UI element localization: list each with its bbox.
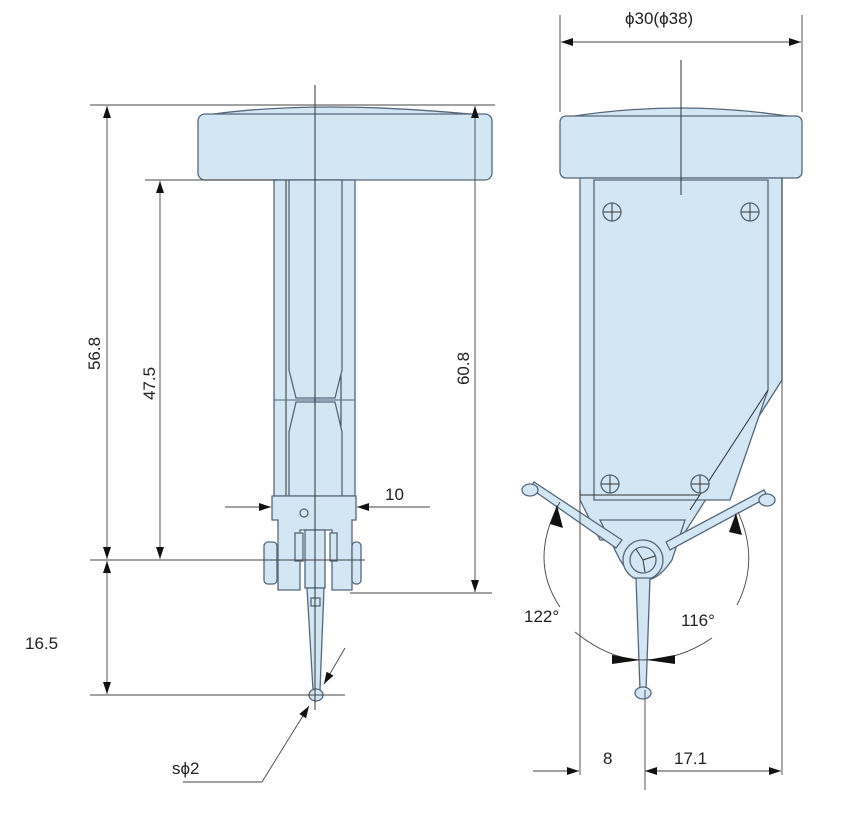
label-left-angle: 122° <box>524 607 560 626</box>
front-view <box>521 15 803 790</box>
label-right-angle: 116° <box>681 611 715 630</box>
label-total-height: 60.8 <box>454 351 474 386</box>
side-dial <box>197 113 493 181</box>
label-left-offset: 8 <box>603 749 613 768</box>
side-knob-left <box>263 541 278 585</box>
front-stylus <box>635 577 651 691</box>
screw-icons <box>600 202 760 494</box>
front-stylus-ball <box>634 686 652 700</box>
front-arm-right <box>665 489 769 551</box>
side-view <box>90 85 495 783</box>
label-dial-diameter: ϕ30(ϕ38) <box>625 9 694 28</box>
label-overall-height: 56.8 <box>85 336 105 371</box>
label-ball-diameter: sϕ2 <box>172 759 200 778</box>
label-stylus-length: 16.5 <box>25 634 59 653</box>
label-body-width: 10 <box>385 485 404 504</box>
label-right-offset: 17.1 <box>674 749 708 768</box>
side-clevis <box>271 495 357 591</box>
side-knob-right <box>351 541 362 585</box>
front-plate <box>593 179 769 501</box>
label-stem-length: 47.5 <box>140 366 160 401</box>
